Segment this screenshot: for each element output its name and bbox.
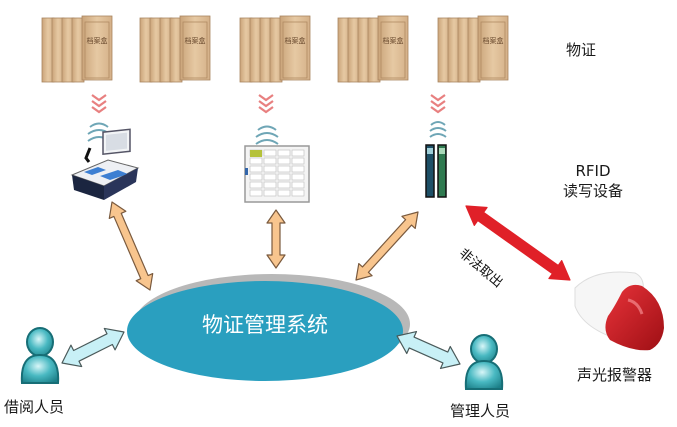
rfid-workstation-device [70,128,140,200]
cabinet-link-arrow [266,209,286,269]
manager-label: 管理人员 [450,402,511,420]
evidence-label: 物证 [566,41,597,59]
manager-person-icon [464,334,504,390]
cabinet-cell [291,157,305,165]
cabinet-cell [249,173,263,181]
cabinet-cell [263,157,277,165]
cabinet-cell [263,165,277,173]
cabinet-cell [249,189,263,197]
cabinet-cell [277,181,291,189]
signal-chevrons-1 [91,94,107,114]
illegal-removal-alert-arrow [465,205,571,281]
signal-chevrons-2 [258,94,274,114]
system-name-label: 物证管理系统 [202,313,328,337]
cabinet-cell [249,157,263,165]
box-label-frame [380,21,406,79]
rfid-cabinet-device [244,145,310,203]
cabinet-cell [277,157,291,165]
evidence-stack-3: 档案盒 [239,15,311,83]
evidence-box [279,15,311,81]
signal-chevrons-3 [430,94,446,114]
cabinet-cell [263,189,277,197]
cabinet-cell [263,149,277,157]
cabinet-cell [291,189,305,197]
system-ellipse [127,281,403,381]
evidence-stack-4: 档案盒 [337,15,409,83]
box-label-text: 档案盒 [185,36,206,45]
box-label-frame [182,21,208,79]
gate-link-arrow [355,211,419,281]
evidence-stack-5: 档案盒 [437,15,509,83]
cabinet-cell [277,173,291,181]
evidence-box [179,15,211,81]
evidence-box [477,15,509,81]
rfid-label: RFID [575,162,611,180]
box-label-frame [480,21,506,79]
manager-link-arrow [396,330,461,370]
wireless-icon-3 [429,121,447,138]
box-label-frame [84,21,110,79]
box-label-text: 档案盒 [87,36,108,45]
evidence-box [81,15,113,81]
borrower-label: 借阅人员 [4,398,65,416]
siren-alarm-icon [574,271,664,351]
cabinet-cell [249,165,263,173]
box-label-text: 档案盒 [285,36,306,45]
alarm-label: 声光报警器 [577,366,653,384]
evidence-stack-2: 档案盒 [139,15,211,83]
cabinet-cell [277,189,291,197]
rfid-gate-device [425,144,447,198]
box-label-text: 档案盒 [383,36,404,45]
cabinet-cell [277,149,291,157]
box-label-text: 档案盒 [483,36,504,45]
cabinet-cell [263,181,277,189]
cabinet-cell [291,181,305,189]
wireless-icon-2 [255,125,279,145]
cabinet-cell [291,173,305,181]
borrower-person-icon [20,327,60,384]
workstation-link-arrow [108,201,154,291]
rfid-device-label: 读写设备 [563,182,624,200]
borrower-link-arrow [61,327,125,368]
cabinet-cell [291,165,305,173]
cabinet-cell [291,149,305,157]
evidence-box [377,15,409,81]
evidence-stack-1: 档案盒 [41,15,113,83]
cabinet-cell [249,181,263,189]
cabinet-cell [277,165,291,173]
cabinet-cell [263,173,277,181]
box-label-frame [282,21,308,79]
